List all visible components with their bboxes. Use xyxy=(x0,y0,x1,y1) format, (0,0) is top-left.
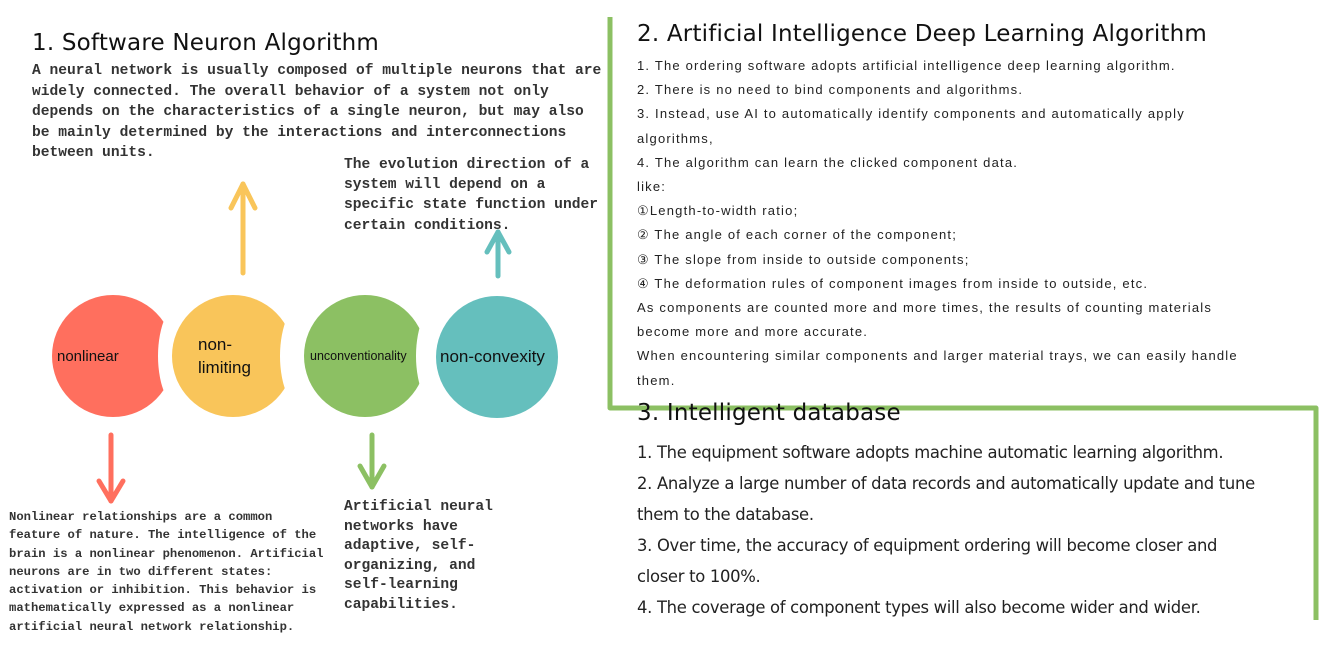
section2-line: ② The angle of each corner of the compon… xyxy=(637,227,958,243)
section2-line: them. xyxy=(637,372,676,388)
section3-line: 2. Analyze a large number of data record… xyxy=(637,474,1255,493)
section3-title: 3. Intelligent database xyxy=(637,400,901,426)
section2-line: ④ The deformation rules of component ima… xyxy=(637,275,1149,291)
section1-intro: A neural network is usually composed of … xyxy=(32,63,602,162)
section2-line: 2. There is no need to bind components a… xyxy=(637,82,1024,98)
arrow-up-teal-icon xyxy=(484,229,512,279)
circle-nonlinear: nonlinear xyxy=(52,295,208,417)
section2-line: 3. Instead, use AI to automatically iden… xyxy=(637,106,1185,122)
section3-list: 1. The equipment software adopts machine… xyxy=(637,437,1337,623)
circle-non-limiting: non-limiting xyxy=(172,295,330,417)
arrow-down-green-icon xyxy=(357,432,387,490)
section3-line: 1. The equipment software adopts machine… xyxy=(637,443,1224,462)
section-frame-line xyxy=(607,17,1319,620)
circle-unconventionality: unconventionality xyxy=(304,295,466,417)
section3-line: closer to 100%. xyxy=(637,567,761,586)
arrow-up-yellow-icon xyxy=(228,181,258,276)
section2-line: When encountering similar components and… xyxy=(637,348,1238,364)
circle-label-non-limiting: non-limiting xyxy=(198,335,251,377)
evolution-note: The evolution direction of a system will… xyxy=(344,157,598,234)
section3-line: them to the database. xyxy=(637,505,814,524)
circle-label-nonlinear: nonlinear xyxy=(57,347,119,365)
section1-title: 1. Software Neuron Algorithm xyxy=(32,30,380,56)
section2-line: As components are counted more and more … xyxy=(637,300,1213,316)
section3-line: 3. Over time, the accuracy of equipment … xyxy=(637,536,1218,555)
nonlinear-note: Nonlinear relationships are a common fea… xyxy=(9,510,324,634)
section2-line: 4. The algorithm can learn the clicked c… xyxy=(637,154,1019,170)
section2-line: become more and more accurate. xyxy=(637,324,869,340)
circle-label-unconventionality: unconventionality xyxy=(310,349,407,363)
section2-line: ①Length-to-width ratio; xyxy=(637,203,799,219)
circle-non-convexity: non-convexity xyxy=(436,296,558,418)
arrow-down-red-icon xyxy=(96,432,126,504)
section2-line: like: xyxy=(637,179,667,195)
section2-line: algorithms, xyxy=(637,130,714,146)
section2-line: ③ The slope from inside to outside compo… xyxy=(637,251,970,267)
circle-label-non-convexity: non-convexity xyxy=(440,347,545,366)
section3-line: 4. The coverage of component types will … xyxy=(637,598,1201,617)
section2-list: 1. The ordering software adopts artifici… xyxy=(637,54,1317,393)
section2-line: 1. The ordering software adopts artifici… xyxy=(637,58,1176,73)
section2-title: 2. Artificial Intelligence Deep Learning… xyxy=(637,21,1208,47)
ann-note: Artificial neural networks have adaptive… xyxy=(344,499,493,613)
